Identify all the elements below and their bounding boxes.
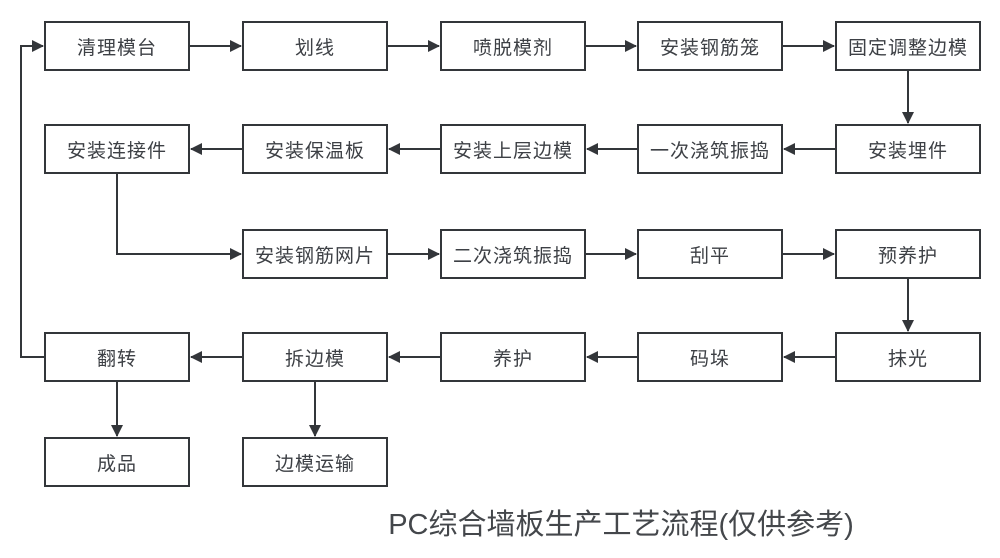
node-install-upper-side-mold: 安装上层边模	[440, 124, 586, 174]
node-install-embedded-parts: 安装埋件	[835, 124, 981, 174]
node-first-pour-vibrate: 一次浇筑振捣	[637, 124, 783, 174]
node-stacking: 码垛	[637, 332, 783, 382]
node-install-connectors: 安装连接件	[44, 124, 190, 174]
node-spray-release-agent: 喷脱模剂	[440, 21, 586, 71]
node-flip: 翻转	[44, 332, 190, 382]
node-scribe-line: 划线	[242, 21, 388, 71]
diagram-title: PC综合墙板生产工艺流程(仅供参考)	[388, 509, 854, 541]
connector-connectors-to-mesh	[116, 174, 242, 260]
node-install-rebar-cage: 安装钢筋笼	[637, 21, 783, 71]
node-finished-product: 成品	[44, 437, 190, 487]
node-curing: 养护	[440, 332, 586, 382]
node-fix-adjust-side-mold: 固定调整边模	[835, 21, 981, 71]
node-pre-curing: 预养护	[835, 229, 981, 279]
node-second-pour-vibrate: 二次浇筑振捣	[440, 229, 586, 279]
connector-flip-to-clean-feedback	[20, 40, 44, 358]
node-side-mold-transport: 边模运输	[242, 437, 388, 487]
node-trowel-polish: 抹光	[835, 332, 981, 382]
node-install-insulation-board: 安装保温板	[242, 124, 388, 174]
node-install-rebar-mesh: 安装钢筋网片	[242, 229, 388, 279]
node-clean-mold-table: 清理模台	[44, 21, 190, 71]
node-remove-side-mold: 拆边模	[242, 332, 388, 382]
node-screed-flat: 刮平	[637, 229, 783, 279]
